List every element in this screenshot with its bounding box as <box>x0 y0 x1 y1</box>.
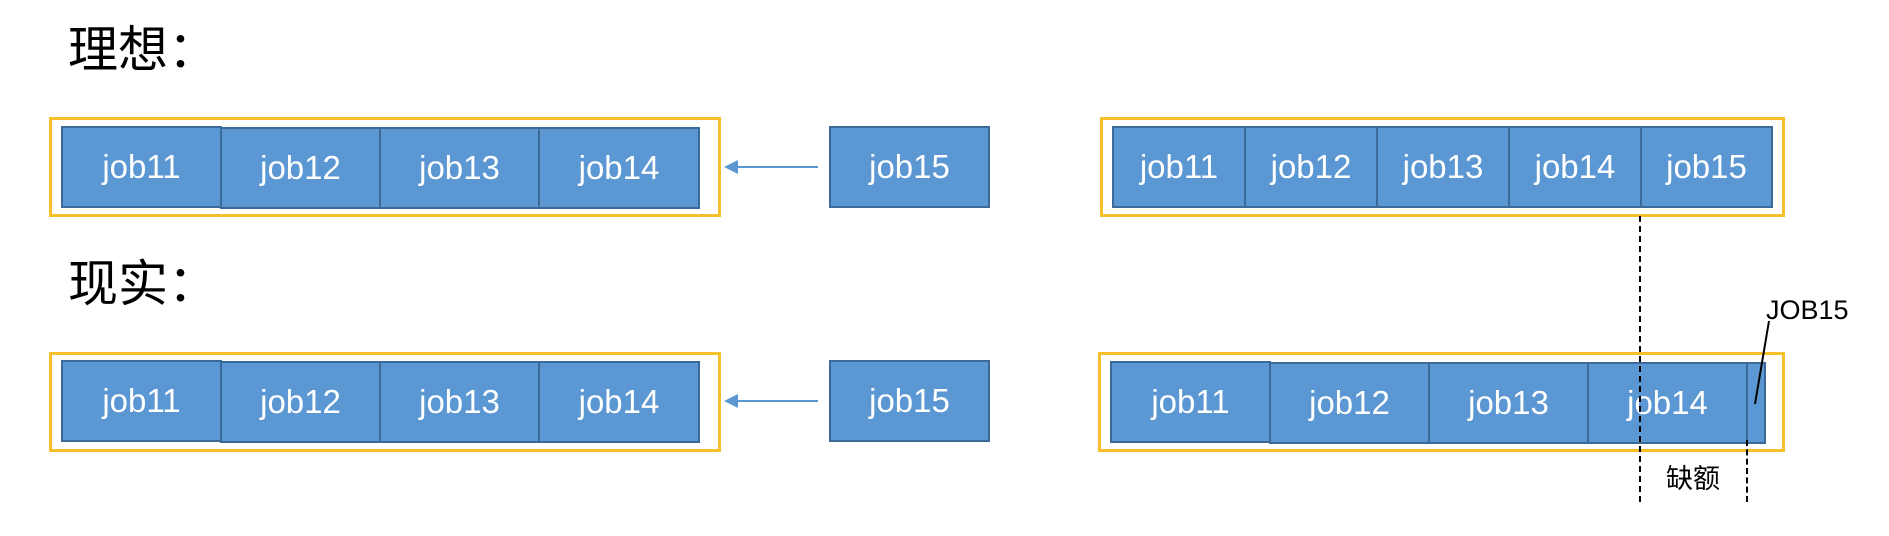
ideal-result-job: job11 <box>1112 126 1246 208</box>
ideal-queue-job: job14 <box>538 127 700 209</box>
ideal-result-job: job12 <box>1244 126 1378 208</box>
reality-incoming-job: job15 <box>829 360 990 442</box>
ideal-result-job: job13 <box>1376 126 1510 208</box>
overflow-leader-line <box>1754 320 1770 405</box>
ideal-heading: 理想： <box>68 21 218 79</box>
ideal-arrow-icon <box>724 160 818 174</box>
gap-label: 缺额 <box>1666 464 1720 494</box>
reality-heading: 现实： <box>68 255 218 313</box>
overflow-job-label: JOB15 <box>1766 295 1849 325</box>
reality-result-job: job12 <box>1269 362 1430 444</box>
reality-queue-job: job11 <box>61 360 222 442</box>
reality-result-job: job13 <box>1428 362 1589 444</box>
ideal-result-job: job15 <box>1640 126 1773 208</box>
gap-left-dashed-line <box>1639 216 1641 502</box>
gap-right-dashed-line <box>1746 440 1748 502</box>
reality-arrow-icon <box>724 394 818 408</box>
ideal-result-job: job14 <box>1508 126 1642 208</box>
ideal-queue-job: job12 <box>220 127 381 209</box>
ideal-queue-job: job13 <box>379 127 540 209</box>
reality-result-job: job11 <box>1110 361 1271 443</box>
ideal-queue-job: job11 <box>61 126 222 208</box>
reality-queue-job: job12 <box>220 361 381 443</box>
ideal-incoming-job: job15 <box>829 126 990 208</box>
reality-queue-job: job14 <box>538 361 700 443</box>
reality-result-job: job14 <box>1587 362 1748 444</box>
reality-queue-job: job13 <box>379 361 540 443</box>
